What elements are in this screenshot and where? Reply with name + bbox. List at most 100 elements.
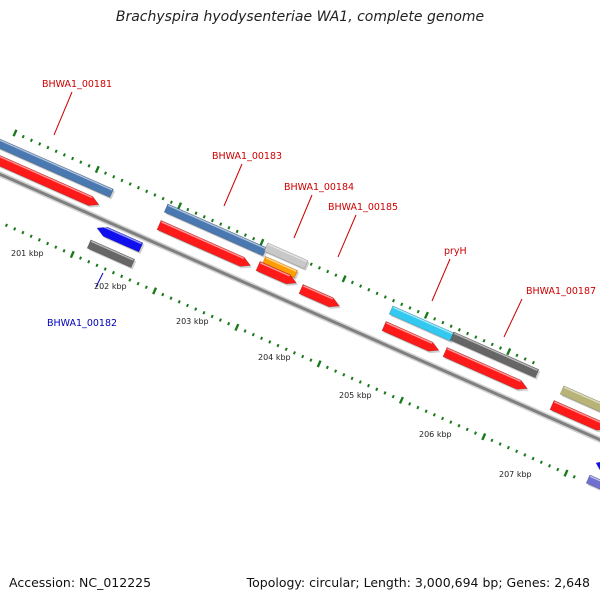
outer-tick-minor bbox=[235, 229, 239, 234]
inner-tick-minor bbox=[342, 372, 346, 377]
inner-tick-major bbox=[398, 396, 404, 404]
outer-tick-minor bbox=[326, 269, 330, 274]
inner-tick-minor bbox=[227, 321, 231, 326]
inner-tick-minor bbox=[292, 351, 296, 355]
outer-tick-minor bbox=[408, 306, 412, 310]
inner-tick-minor bbox=[383, 391, 387, 395]
inner-tick-minor bbox=[62, 249, 66, 253]
outer-tick-minor bbox=[71, 156, 75, 161]
gene-labels bbox=[53, 91, 523, 338]
outer-tick-minor bbox=[54, 149, 58, 154]
scale-label: 201 kbp bbox=[11, 249, 44, 258]
inner-tick-minor bbox=[523, 453, 527, 457]
outer-tick-minor bbox=[416, 309, 420, 314]
outer-tick-minor bbox=[441, 320, 445, 325]
outer-tick-minor bbox=[29, 138, 33, 143]
inner-tick-minor bbox=[366, 383, 371, 388]
outer-tick-minor bbox=[498, 346, 503, 350]
inner-tick-minor bbox=[432, 413, 436, 417]
gene-label-bhwa1-00182[interactable]: BHWA1_00182 bbox=[47, 318, 117, 329]
inner-tick-minor bbox=[103, 267, 107, 271]
outer-tick-minor bbox=[350, 280, 354, 285]
inner-tick-minor bbox=[21, 230, 25, 235]
gene-label-pryh[interactable]: pryH bbox=[444, 246, 467, 257]
cds-bar-bhwa1-00187 bbox=[442, 347, 529, 392]
gene-label-bhwa1-00181[interactable]: BHWA1_00181 bbox=[42, 79, 112, 90]
outer-tick-minor bbox=[169, 200, 173, 205]
cds-bar-next-body bbox=[549, 400, 600, 431]
inner-tick-major bbox=[69, 250, 75, 259]
leader-line-bhwa1-00185 bbox=[337, 214, 357, 258]
scale-label: 203 kbp bbox=[176, 317, 209, 326]
cds-bar-bhwa1-00187-highlight bbox=[447, 348, 521, 382]
outer-tick-minor bbox=[359, 284, 363, 288]
cds-bar-bhwa1-00184-orange bbox=[261, 255, 300, 280]
leader-line-bhwa1-00187 bbox=[503, 298, 523, 338]
inner-tick-minor bbox=[218, 318, 222, 322]
gene-label-bhwa1-00185[interactable]: BHWA1_00185 bbox=[328, 202, 398, 213]
outer-tick-minor bbox=[490, 342, 494, 347]
gene-label-bhwa1-00183[interactable]: BHWA1_00183 bbox=[212, 151, 282, 162]
cds-bar-bhwa1-00184-orange-body bbox=[261, 255, 299, 279]
inner-tick-minor bbox=[111, 270, 115, 275]
cds-bar-bhwa1-00181 bbox=[0, 155, 101, 208]
outer-tick-minor bbox=[136, 185, 140, 190]
outer-tick-major bbox=[259, 238, 265, 247]
inner-tick-minor bbox=[539, 460, 543, 464]
gene-bar-bhwa1-00182-body bbox=[86, 239, 136, 268]
backbone-line bbox=[0, 172, 600, 442]
cds-bar-next-highlight bbox=[554, 401, 600, 423]
gene-label-bhwa1-00187[interactable]: BHWA1_00187 bbox=[526, 286, 596, 297]
leader-line-bhwa1-00183 bbox=[223, 163, 243, 207]
outer-tick-minor bbox=[449, 324, 453, 328]
cds-bar-bhwa1-00187-body bbox=[442, 347, 528, 390]
scale-ticks bbox=[4, 129, 576, 479]
cds-bar-bhwa1-00181-highlight bbox=[0, 155, 93, 199]
cds-bar-bhwa1-00183-highlight bbox=[161, 221, 245, 260]
gene-bar-bhwa1-00184 bbox=[263, 242, 310, 271]
inner-tick-minor bbox=[284, 347, 288, 351]
gene-bar-pryh bbox=[388, 305, 456, 344]
gene-bar-next-olive-highlight bbox=[563, 386, 600, 404]
inner-tick-minor bbox=[13, 227, 17, 231]
inner-tick-minor bbox=[202, 310, 206, 315]
inner-tick-minor bbox=[572, 475, 576, 479]
gene-bar-next-purple bbox=[585, 474, 600, 491]
cds-bar-bhwa1-00184-orange-highlight bbox=[265, 257, 297, 272]
cds-bar-pryh-highlight bbox=[386, 322, 433, 344]
outer-tick-minor bbox=[194, 211, 198, 215]
gene-bar-bhwa1-00187 bbox=[449, 331, 541, 380]
leader-line-pryh bbox=[431, 258, 451, 302]
cds-bar-bhwa1-00182 bbox=[96, 224, 145, 255]
cds-bar-bhwa1-00184-body bbox=[255, 261, 297, 285]
inner-tick-minor bbox=[4, 223, 8, 228]
cds-bar-bhwa1-00185-body bbox=[298, 284, 340, 308]
outer-tick-minor bbox=[219, 222, 223, 226]
inner-tick-minor bbox=[37, 238, 41, 242]
outer-tick-minor bbox=[334, 273, 338, 277]
cds-bar-next bbox=[549, 400, 600, 433]
outer-tick-minor bbox=[153, 193, 157, 197]
inner-tick-minor bbox=[260, 336, 264, 341]
inner-tick-minor bbox=[375, 387, 379, 392]
cds-bar-bhwa1-00185 bbox=[298, 284, 341, 309]
gene-bar-bhwa1-00182-highlight bbox=[90, 240, 134, 261]
inner-tick-major bbox=[234, 323, 240, 332]
inner-tick-minor bbox=[161, 292, 165, 297]
inner-tick-minor bbox=[78, 256, 83, 260]
cds-bar-bhwa1-00185-highlight bbox=[303, 285, 333, 300]
inner-tick-minor bbox=[251, 332, 255, 337]
accession-text: Accession: NC_012225 bbox=[9, 575, 152, 590]
gene-bar-bhwa1-00183-body bbox=[163, 203, 267, 257]
outer-tick-minor bbox=[252, 236, 256, 241]
outer-tick-minor bbox=[120, 178, 124, 183]
cds-bar-bhwa1-00184 bbox=[255, 261, 298, 286]
outer-tick-minor bbox=[523, 357, 527, 361]
outer-tick-minor bbox=[87, 164, 91, 168]
inner-tick-minor bbox=[29, 234, 33, 239]
outer-tick-minor bbox=[202, 215, 206, 219]
inner-tick-minor bbox=[506, 445, 510, 450]
outer-tick-major bbox=[12, 129, 18, 137]
gene-label-bhwa1-00184[interactable]: BHWA1_00184 bbox=[284, 182, 354, 193]
